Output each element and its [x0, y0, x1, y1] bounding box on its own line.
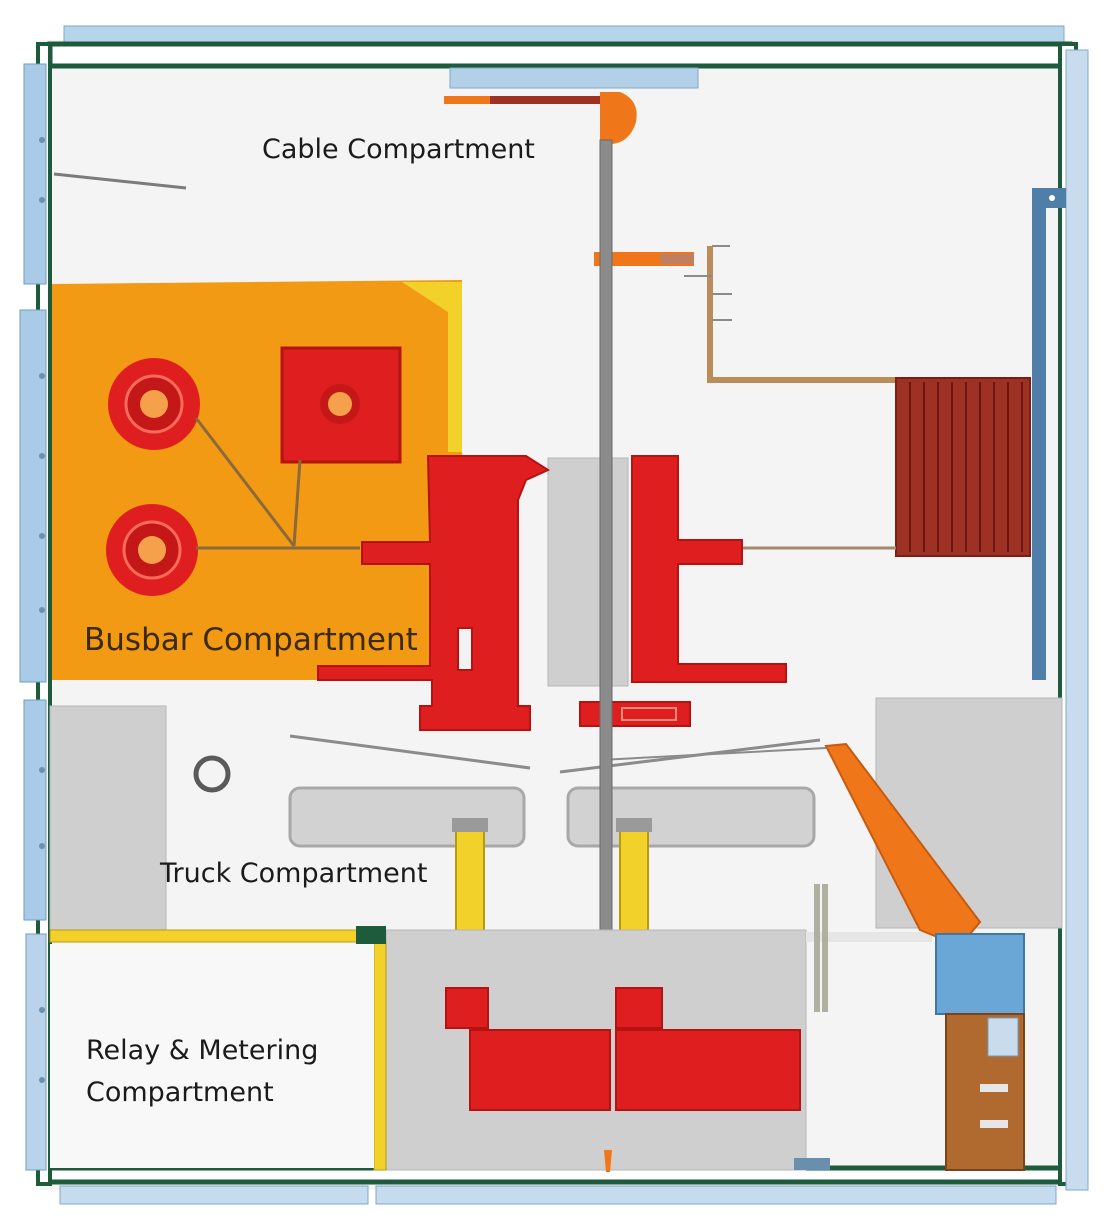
relay-corner-block	[356, 926, 386, 944]
truck-wheel-ring	[193, 755, 231, 793]
truck-guide-2	[822, 884, 828, 1012]
relay-metering-compartment-label: Relay & Metering Compartment	[86, 1030, 318, 1114]
earth-bar-bolt	[1049, 195, 1055, 201]
right-side-panel	[1065, 49, 1089, 1191]
busbar-compartment-fill	[52, 280, 462, 680]
breaker-pole-clamp-left	[445, 987, 489, 1029]
cable-bundle	[895, 377, 1031, 557]
top-frame-bar	[47, 41, 1073, 69]
left-panel-truck	[23, 699, 47, 921]
contact-slot	[457, 627, 473, 671]
shutter-line-right-2	[599, 747, 827, 761]
left-panel-bolts	[39, 137, 45, 1083]
busbar-insulator-2-core	[138, 536, 166, 564]
mechanism-slot-1	[980, 1084, 1008, 1092]
left-panel-cable	[23, 63, 47, 285]
busbar-square-core	[328, 392, 352, 416]
contact-insulator-right	[611, 457, 629, 687]
breaker-pole-left	[469, 1029, 611, 1111]
busbar-insulator-1-core	[140, 390, 168, 418]
cable-shelf-line	[53, 172, 187, 190]
bottom-plate-left	[59, 1185, 369, 1205]
mechanism-slot-2	[980, 1120, 1008, 1128]
relay-right-yellow	[373, 939, 387, 1171]
earth-bar-vertical	[1032, 188, 1046, 680]
wire-clamps	[684, 275, 732, 321]
relay-label-line-1: Relay & Metering	[86, 1035, 319, 1066]
ct-secondary-wire	[707, 246, 896, 383]
mechanism-window	[987, 1017, 1019, 1057]
left-panel-relay	[25, 933, 47, 1171]
breaker-pole-clamp-right	[615, 987, 663, 1029]
breaker-link-slot	[621, 707, 677, 721]
breaker-link-red	[579, 701, 691, 727]
rod-tip	[604, 1150, 612, 1172]
bottom-plate-right	[375, 1185, 1057, 1205]
breaker-truck-shelf	[806, 932, 932, 942]
breaker-contact-upper-right	[631, 455, 787, 683]
breaker-contact-upper-left	[317, 455, 551, 731]
top-vent-plate	[449, 67, 699, 89]
top-brown-strip	[490, 96, 600, 104]
truck-left-block	[49, 705, 167, 931]
busbar-links	[194, 417, 360, 550]
truck-compartment-label: Truck Compartment	[160, 858, 428, 889]
earthing-switch-box	[935, 933, 1025, 1015]
relay-label-line-2: Compartment	[86, 1077, 274, 1108]
truck-stop-block	[794, 1158, 830, 1170]
shutter-line-left	[289, 734, 531, 770]
relay-compartment-fill	[50, 944, 374, 1168]
cable-terminal-orange	[600, 92, 637, 144]
truck-guide-1	[814, 884, 820, 1012]
truck-arm-right-cap	[616, 818, 652, 832]
truck-arm-left-cap	[452, 818, 488, 832]
truck-rail-left	[288, 786, 526, 848]
top-cover-plate	[63, 25, 1065, 43]
left-panel-busbar	[19, 309, 47, 683]
busbar-yellow-edge	[402, 282, 462, 452]
cable-lug-connector	[660, 254, 694, 264]
busbar-compartment-label: Busbar Compartment	[84, 622, 418, 658]
contact-insulator-left	[547, 457, 607, 687]
breaker-pole-right	[615, 1029, 801, 1111]
relay-top-yellow	[49, 929, 385, 943]
cable-bundle-stripes	[909, 382, 1023, 552]
cable-compartment-label: Cable Compartment	[262, 134, 535, 165]
